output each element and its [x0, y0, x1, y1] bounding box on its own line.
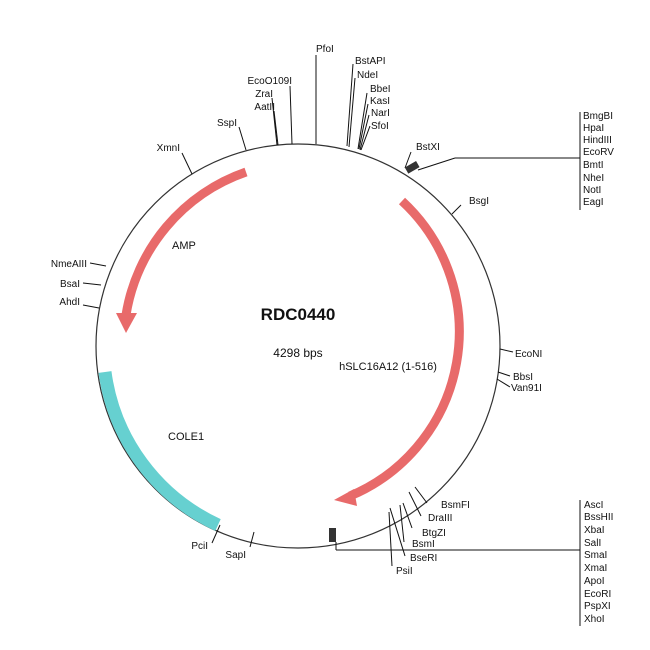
nari-label: NarI — [371, 108, 390, 119]
mcs-top-site: NotI — [583, 185, 601, 196]
bsmfi-label: BsmFI — [441, 500, 470, 511]
mcs-bottom-site: SalI — [584, 538, 601, 549]
bbei-label: BbeI — [370, 84, 391, 95]
ahdi-label: AhdI — [59, 297, 80, 308]
bsmfi-tick — [414, 486, 428, 504]
plasmid-name: RDC0440 — [261, 305, 336, 324]
mcs-bottom-list: AscI BssHII XbaI SalI SmaI XmaI ApoI Eco… — [584, 500, 613, 625]
zrai-tick — [271, 97, 278, 146]
mcs-top-marker — [404, 161, 420, 174]
pcii-label: PciI — [191, 541, 208, 552]
nmeaiii-tick — [89, 262, 107, 267]
ndei-label: NdeI — [357, 70, 378, 81]
amp-arrowhead — [116, 313, 137, 333]
econi-label: EcoNI — [515, 349, 542, 360]
ndei-tick — [348, 77, 356, 148]
mcs-bottom-site: PspXI — [584, 601, 611, 612]
insert-arrowhead — [334, 489, 357, 506]
btgzi-label: BtgZI — [422, 528, 446, 539]
van91i-label: Van91I — [511, 383, 542, 394]
amp-arrow — [121, 167, 248, 316]
bbsi-label: BbsI — [513, 372, 533, 383]
sspi-tick — [238, 126, 247, 151]
cole1-label: COLE1 — [168, 431, 204, 443]
mcs-top-site: EcoRV — [583, 147, 614, 158]
mcs-bottom-site: XhoI — [584, 614, 605, 625]
amp-label: AMP — [172, 240, 196, 252]
bsgi-label: BsgI — [469, 196, 489, 207]
aatii-tick — [273, 110, 279, 146]
psii-tick — [388, 511, 393, 567]
kasi-tick — [358, 103, 369, 150]
aatii-label: AatII — [254, 102, 275, 113]
bsai-label: BsaI — [60, 279, 80, 290]
pcii-tick — [211, 524, 221, 544]
mcs-bottom-site: SmaI — [584, 550, 607, 561]
van91i-tick — [496, 378, 511, 388]
pfoi-label: PfoI — [316, 44, 334, 55]
bbsi-tick — [497, 371, 511, 377]
ahdi-tick — [82, 304, 100, 309]
mcs-bottom-marker — [329, 528, 336, 542]
draiii-tick — [408, 491, 422, 517]
nari-tick — [359, 114, 370, 151]
bstxi-label: BstXI — [416, 142, 440, 153]
mcs-top-site: HpaI — [583, 123, 604, 134]
bsgi-tick — [451, 204, 462, 215]
zrai-label: ZraI — [255, 89, 273, 100]
bseri-label: BseRI — [410, 553, 437, 564]
plasmid-backbone — [95, 143, 501, 549]
bseri-tick — [389, 507, 406, 557]
mcs-bottom-site: XmaI — [584, 563, 607, 574]
insert-label: hSLC16A12 (1-516) — [339, 361, 437, 373]
cole1-feature — [98, 371, 221, 531]
mcs-bottom-site: XbaI — [584, 525, 605, 536]
bstapi-tick — [346, 63, 354, 147]
mcs-bottom-site: ApoI — [584, 576, 605, 587]
ecoo109i-label: EcoO109I — [248, 76, 292, 87]
btgzi-tick — [402, 502, 413, 529]
mcs-top-list: BmgBI HpaI HindIII EcoRV BmtI NheI NotI … — [583, 111, 614, 208]
mcs-top-site: HindIII — [583, 135, 612, 146]
mcs-top-site: BmgBI — [583, 111, 613, 122]
mcs-bottom-site: EcoRI — [584, 589, 611, 600]
sapi-tick — [249, 531, 255, 548]
mcs-top-site: EagI — [583, 197, 604, 208]
insert-arrow — [348, 197, 464, 501]
sspi-label: SspI — [217, 118, 237, 129]
mcs-top-site: NheI — [583, 173, 604, 184]
bbei-tick — [357, 92, 368, 150]
nmeaiii-label: NmeAIII — [51, 259, 87, 270]
sfoi-tick — [360, 125, 371, 151]
mcs-bottom-site: AscI — [584, 500, 603, 511]
bsmi-tick — [399, 504, 405, 543]
econi-tick — [499, 348, 514, 353]
psii-label: PsiI — [396, 566, 413, 577]
bstxi-tick — [404, 151, 412, 169]
xmni-tick — [181, 152, 193, 175]
plasmid-size: 4298 bps — [273, 346, 322, 360]
kasi-label: KasI — [370, 96, 390, 107]
sfoi-label: SfoI — [371, 121, 389, 132]
bstapi-label: BstAPI — [355, 56, 386, 67]
sapi-label: SapI — [225, 550, 246, 561]
mcs-top-leader — [417, 157, 456, 171]
mcs-top-site: BmtI — [583, 160, 604, 171]
xmni-label: XmnI — [157, 143, 180, 154]
draiii-label: DraIII — [428, 513, 452, 524]
bsmi-label: BsmI — [412, 539, 435, 550]
ecoo109i-tick — [289, 85, 293, 145]
bsai-tick — [82, 282, 102, 286]
mcs-bottom-site: BssHII — [584, 512, 613, 523]
